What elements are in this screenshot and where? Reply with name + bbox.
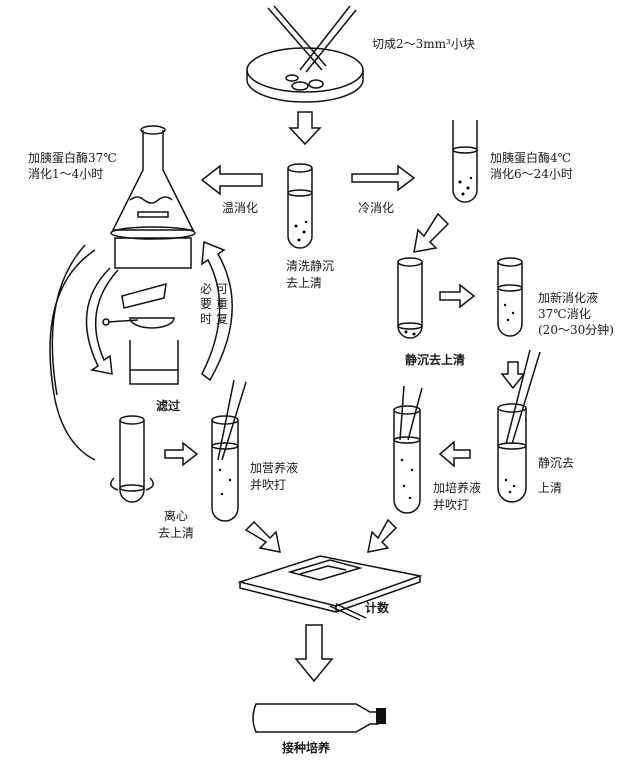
label-centrifuge-2: 去上清 — [158, 526, 195, 540]
arrow-curve-left-inner — [85, 267, 119, 375]
label-wash-1: 清洗静沉 — [286, 259, 335, 273]
arrow-diag-down-left — [367, 518, 398, 553]
label-count: 计数 — [365, 601, 390, 615]
label-settle-1: 静沉去上清 — [405, 353, 466, 367]
label-add-nutrient-1: 加营养液 — [250, 461, 299, 475]
test-tube-pipette-icon — [211, 379, 247, 522]
test-tube-icon — [452, 120, 478, 203]
conical-flask-icon — [110, 125, 196, 269]
test-tube-icon — [110, 415, 154, 503]
test-tube-icon — [287, 163, 313, 249]
label-repeat-1: 必要时 — [200, 282, 213, 326]
label-cold-enzyme-2: 消化6～24小时 — [490, 167, 573, 181]
filter-funnel-icon — [102, 282, 179, 385]
arrow-down — [294, 624, 334, 683]
label-cut: 切成2～3mm³小块 — [372, 37, 475, 51]
arrow-diag-down-right — [244, 520, 281, 553]
label-new-digest-1: 加新消化液 — [538, 291, 599, 305]
arrow-down — [288, 111, 322, 146]
label-warm-digest: 温消化 — [222, 201, 259, 215]
petri-dish-icon — [246, 5, 364, 103]
arrow-diag-down-left — [413, 212, 450, 253]
arrow-curve-up-right — [201, 240, 233, 382]
label-add-culture-2: 并吹打 — [433, 498, 470, 512]
label-repeat-2: 可重复 — [216, 282, 229, 326]
label-settle-2a: 静沉去 — [538, 456, 575, 470]
culture-flask-icon — [252, 703, 386, 733]
test-tube-icon — [497, 257, 523, 337]
arrow-right — [164, 441, 199, 467]
label-warm-enzyme-2: 消化1～4小时 — [28, 167, 104, 181]
label-wash-2: 去上清 — [286, 276, 323, 290]
label-cold-digest: 冷消化 — [358, 201, 395, 215]
arrow-right-cold — [351, 164, 416, 192]
label-centrifuge-1: 离心 — [164, 509, 189, 523]
test-tube-pipette-icon — [393, 385, 423, 514]
counting-chamber-icon — [237, 555, 423, 621]
arrow-left — [438, 440, 471, 468]
test-tube-icon — [397, 257, 423, 339]
arrow-right — [439, 283, 476, 309]
test-tube-pipette-icon — [497, 349, 541, 503]
label-new-digest-2: 37℃消化 — [538, 307, 591, 321]
label-add-culture-1: 加培养液 — [433, 481, 482, 495]
label-cold-enzyme-1: 加胰蛋白酶4℃ — [490, 151, 572, 165]
label-filter: 滤过 — [156, 399, 181, 413]
label-warm-enzyme-1: 加胰蛋白酶37℃ — [28, 151, 117, 165]
label-settle-2b: 上清 — [538, 481, 563, 495]
arrow-curve-left-outer — [49, 244, 96, 461]
label-new-digest-3: (20～30分钟) — [538, 323, 614, 337]
arrow-left-warm — [200, 164, 263, 196]
arrow-down — [500, 361, 526, 390]
label-add-nutrient-2: 并吹打 — [250, 478, 287, 492]
label-inoculate: 接种培养 — [282, 741, 331, 755]
